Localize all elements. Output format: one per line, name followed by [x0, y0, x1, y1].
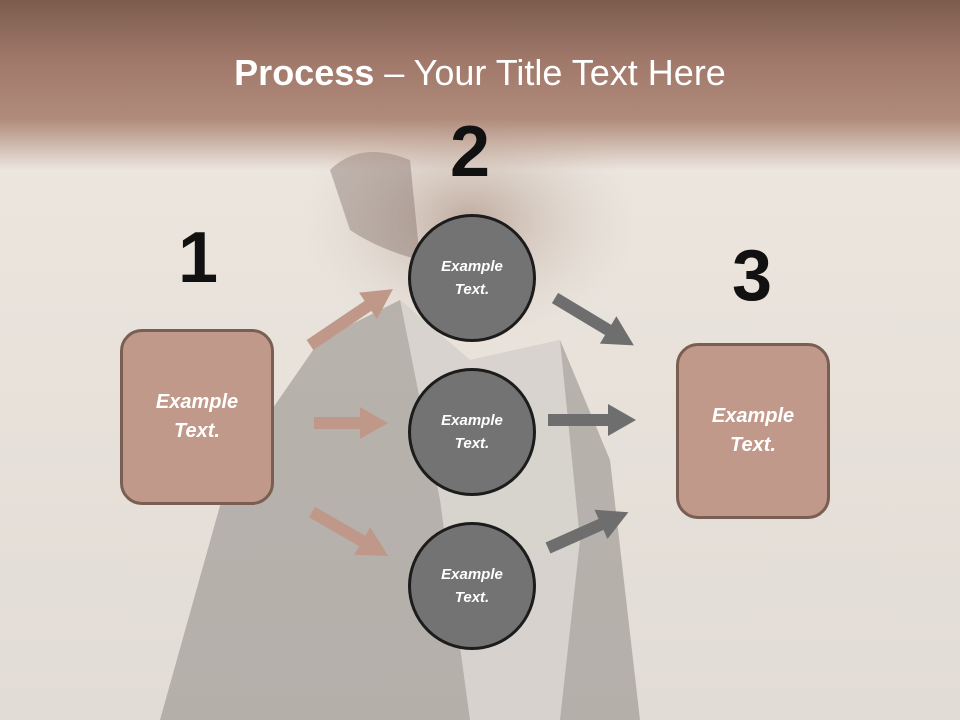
arrow-out-down — [551, 292, 634, 346]
title-bold: Process — [234, 52, 375, 93]
step-number-2: 2 — [450, 112, 491, 192]
title-rest: – Your Title Text Here — [374, 52, 726, 93]
middle-circle-3-label: Example Text. — [441, 566, 503, 606]
arrow-in-down — [309, 506, 389, 556]
arrow-in-up — [306, 289, 393, 350]
arrow-out-up — [545, 509, 629, 554]
page-title: Process – Your Title Text Here — [0, 52, 960, 94]
step-number-1: 1 — [178, 218, 219, 298]
step-box-3-label: Example Text. — [711, 405, 795, 456]
title-bar — [0, 0, 960, 170]
middle-circle-1[interactable]: Example Text. — [408, 214, 536, 342]
step-box-3[interactable]: Example Text. — [676, 343, 830, 519]
step-box-1-label: Example Text. — [155, 391, 239, 442]
arrow-in-mid — [314, 407, 388, 439]
middle-circle-2-label: Example Text. — [441, 412, 503, 452]
arrow-out-mid — [548, 404, 636, 436]
middle-circle-1-label: Example Text. — [441, 258, 503, 298]
step-number-3: 3 — [732, 236, 773, 316]
middle-circle-3[interactable]: Example Text. — [408, 522, 536, 650]
middle-circle-2[interactable]: Example Text. — [408, 368, 536, 496]
step-box-1[interactable]: Example Text. — [120, 329, 274, 505]
